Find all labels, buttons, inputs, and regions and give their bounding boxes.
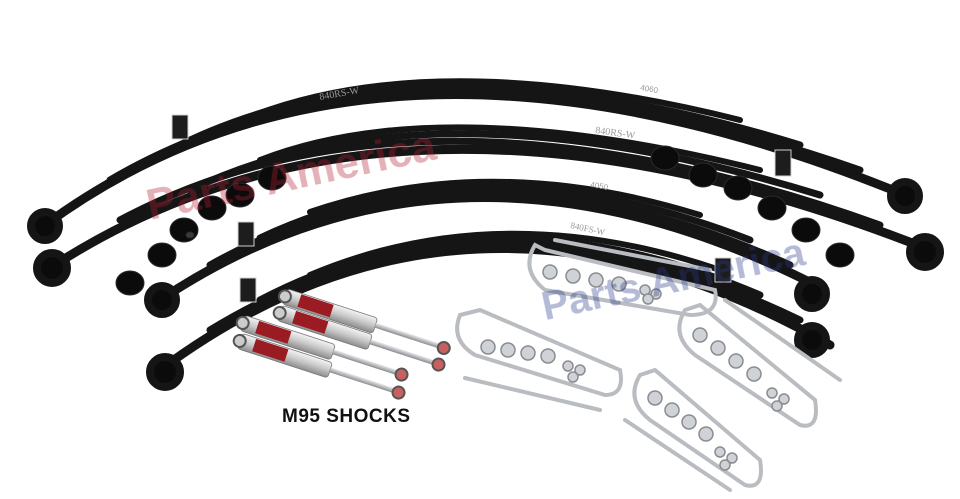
shock-absorber-1 [277, 289, 451, 356]
leaf-spring-front-left [144, 178, 830, 318]
product-caption: M95 SHOCKS [282, 406, 411, 427]
washer-set-1 [542, 264, 662, 305]
washer-set-2 [480, 339, 586, 383]
bushing-set-left [115, 165, 287, 296]
washer-set-4 [647, 390, 738, 471]
leaf-spring-rear-left [27, 78, 923, 244]
spring-code-text: 4060 [640, 83, 660, 95]
washer-set-3 [692, 327, 790, 412]
shock-absorber-4 [232, 333, 406, 400]
spring-code-text-front: 4050 [590, 180, 610, 192]
u-bolt-set-4 [623, 367, 763, 492]
shock-absorber-3 [235, 315, 409, 382]
u-bolt-set-3 [677, 298, 842, 428]
shock-absorber-2 [272, 305, 446, 372]
u-bolt-set-2 [455, 307, 623, 412]
u-bolt-set-1 [527, 238, 718, 318]
bushing-set-right [650, 145, 855, 268]
